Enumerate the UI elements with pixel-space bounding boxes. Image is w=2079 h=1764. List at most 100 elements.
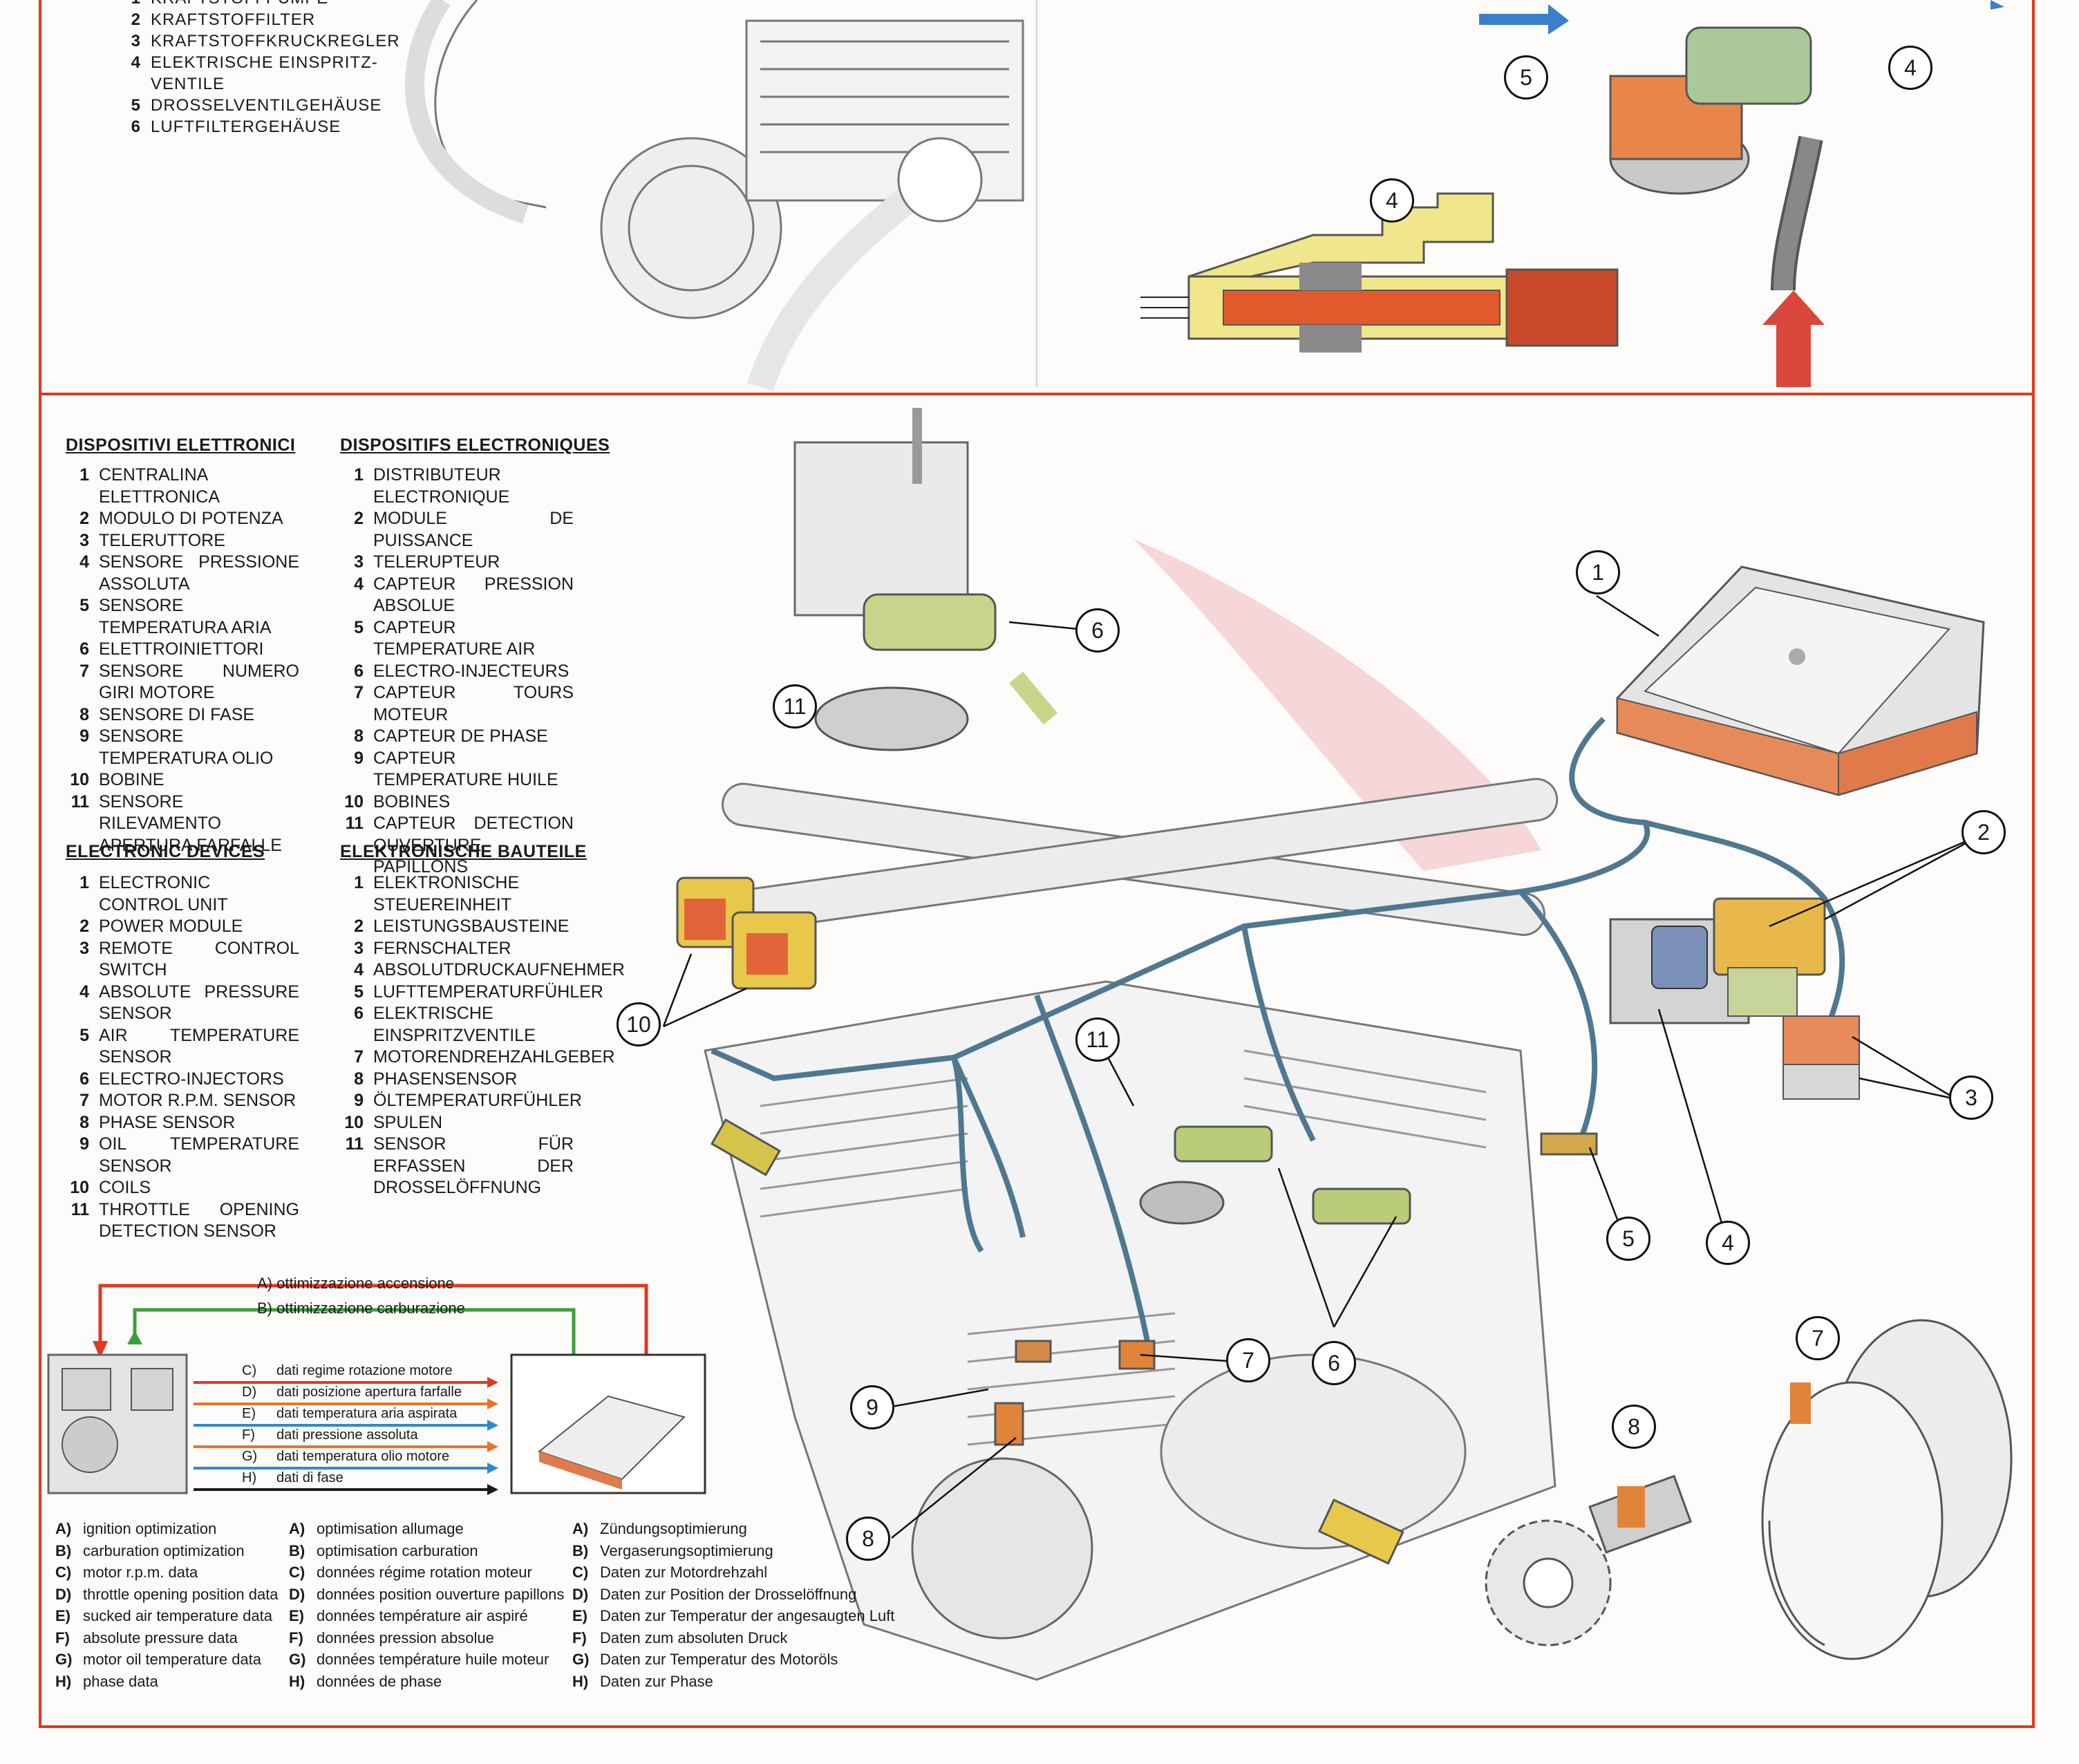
item-number: 9 <box>79 726 89 746</box>
sensors-illustration <box>710 1118 1598 1565</box>
flow-line: D)dati posizione apertura farfalle <box>194 1385 498 1409</box>
item-number: 10 <box>70 770 89 789</box>
item-number: 5 <box>354 617 364 637</box>
legend-text: carburation optimization <box>83 1541 245 1559</box>
item-number: 10 <box>344 1112 364 1132</box>
item-text: ELEKTRONISCHE STEUEREINHEIT <box>373 873 520 914</box>
legend-key: A) <box>55 1520 72 1537</box>
item-text: THROTTLE OPENING DETECTION SENSOR <box>99 1199 299 1241</box>
item-text: CAPTEUR TOURS MOTEUR <box>373 683 574 724</box>
item-text: PHASENSENSOR <box>373 1069 518 1089</box>
legend-row: D)données position ouverture papillons <box>289 1584 564 1606</box>
legend-key: F) <box>289 1629 303 1646</box>
legend-key: F) <box>572 1629 587 1646</box>
flow-label-b: B) ottimizzazione carburazione <box>257 1299 465 1317</box>
legend-row: E)sucked air temperature data <box>55 1605 279 1627</box>
throttle-body-illustration <box>793 408 1057 751</box>
item-number: 8 <box>354 726 364 746</box>
item-number: 3 <box>354 938 364 958</box>
item-number: 9 <box>354 1091 364 1110</box>
legend-row: C)motor r.p.m. data <box>55 1561 279 1584</box>
top-legend: 1KRAFTSTOFFPUMPE2KRAFTSTOFFILTER3KRAFTST… <box>117 0 400 138</box>
legend-row: A)optimisation allumage <box>289 1518 564 1540</box>
callout-top-5: 5 <box>1504 55 1548 100</box>
item-number: 2 <box>131 10 141 29</box>
legend-row: B)optimisation carburation <box>289 1540 564 1562</box>
flow-line-text: dati temperatura olio motore <box>276 1449 450 1464</box>
legend-row: F) données pression absolue <box>289 1627 564 1649</box>
legend-key: F) <box>55 1629 70 1646</box>
legend-text: optimisation carburation <box>317 1541 478 1559</box>
legend-key: D) <box>572 1585 589 1603</box>
item-number: 7 <box>354 1047 364 1067</box>
item-number: 2 <box>354 917 364 936</box>
legend-text: Daten zur Motordrehzahl <box>600 1564 768 1581</box>
flow-line-key: G) <box>242 1449 258 1464</box>
callout-4: 4 <box>1706 1221 1750 1265</box>
legend-row: A)Zündungsoptimierung <box>572 1518 894 1540</box>
callout-top-4b: 4 <box>1370 178 1414 223</box>
item-text: ELECTRO-INJECTEURS <box>373 661 570 681</box>
item-text: MOTORENDREHZAHLGEBER <box>373 1047 615 1067</box>
flow-line-text: dati temperatura aria aspirata <box>276 1406 458 1421</box>
item-number: 5 <box>79 596 89 615</box>
item-number: 3 <box>131 32 141 50</box>
top-legend-item: VENTILE <box>117 73 400 95</box>
item-text: VENTILE <box>151 75 225 93</box>
legend-row: B)Vergaserungsoptimierung <box>572 1540 894 1562</box>
list-item: 8 PHASENSENSOR <box>340 1069 574 1091</box>
callout-top-4a: 4 <box>1888 46 1932 90</box>
item-number: 8 <box>79 704 89 724</box>
legend-row: A)ignition optimization <box>55 1518 279 1540</box>
flow-arrow <box>194 1445 487 1448</box>
legend-text: Vergaserungsoptimierung <box>600 1541 773 1559</box>
item-text: FERNSCHALTER <box>373 938 511 958</box>
item-number: 1 <box>79 465 89 485</box>
item-number: 1 <box>79 873 89 892</box>
list-item: 7 MOTORENDREHZAHLGEBER <box>340 1047 615 1069</box>
item-number: 7 <box>79 661 89 681</box>
item-text: SENSORE PRESSIONE ASSOLUTA <box>99 552 299 594</box>
flow-label-a: A) ottimizzazione accensione <box>257 1275 454 1292</box>
legend-row: F)Daten zum absoluten Druck <box>572 1627 894 1649</box>
engine-injectors-illustration <box>1139 1125 1411 1225</box>
item-number: 6 <box>131 118 141 136</box>
item-number: 8 <box>354 1069 364 1089</box>
flow-line-text: dati regime rotazione motore <box>276 1363 453 1378</box>
callout-8a: 8 <box>846 1517 890 1561</box>
legend-text: optimisation allumage <box>317 1520 464 1537</box>
callout-2: 2 <box>1962 810 2006 854</box>
flow-line-key: H) <box>242 1470 257 1485</box>
top-flow-arrows <box>1479 0 2004 387</box>
item-text: ABSOLUTE PRESSURE SENSOR <box>99 982 299 1024</box>
callout-3: 3 <box>1949 1076 1993 1120</box>
item-text: SENSORE NUMERO GIRI MOTORE <box>99 661 299 703</box>
item-text: SENSOR FÜR ERFASSEN DER DROSSELÖFFNUNG <box>373 1134 574 1197</box>
item-number: 6 <box>354 1004 364 1023</box>
callout-7a: 7 <box>1226 1338 1270 1382</box>
callout-11a: 11 <box>773 684 817 729</box>
legend-text: absolute pressure data <box>83 1629 238 1646</box>
item-text: ELECTRO-INJECTORS <box>99 1069 284 1089</box>
legend-text: données pression absolue <box>317 1629 494 1646</box>
legend-key: C) <box>572 1564 589 1581</box>
